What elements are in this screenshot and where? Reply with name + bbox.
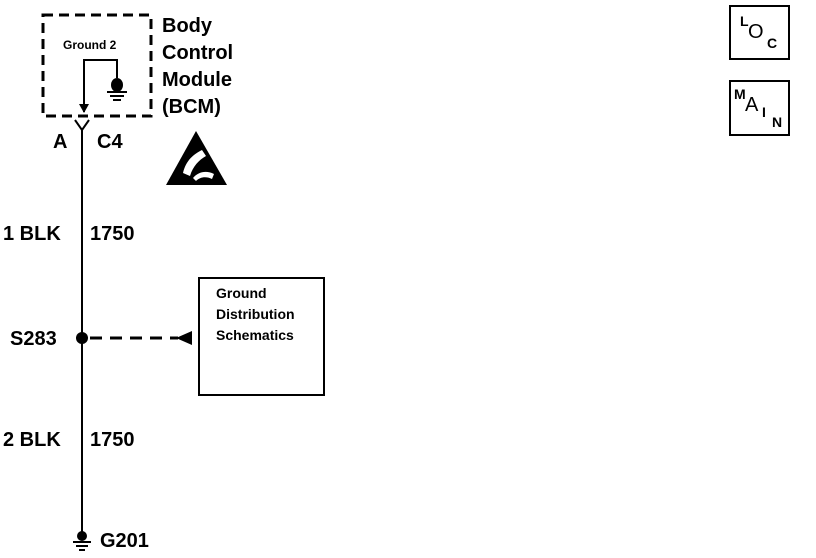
main-nav-button[interactable]: M A I N [730, 81, 789, 135]
reference-line-3: Schematics [216, 327, 294, 343]
main-letter-1: M [734, 86, 746, 102]
wire-1-circuit-label: 1750 [90, 223, 135, 245]
splice-dot [76, 332, 88, 344]
main-letter-2: A [745, 94, 759, 116]
internal-ground-wire [83, 59, 118, 112]
internal-arrow-icon [79, 104, 89, 113]
loc-letter-3: C [767, 35, 778, 51]
reference-line-2: Distribution [216, 306, 295, 322]
connector-pin-label: A [53, 131, 68, 153]
module-name-line-2: Control [162, 42, 234, 64]
module-name-line-3: Module [162, 69, 232, 91]
main-letter-3: I [762, 104, 766, 120]
wire-2-color-label: 2 BLK [3, 429, 61, 451]
loc-letter-2: O [748, 21, 764, 43]
esd-warning-icon [166, 131, 227, 185]
splice-id-label: S283 [10, 328, 57, 350]
loc-letter-1: L [740, 13, 749, 29]
wire-2-circuit-label: 1750 [90, 429, 135, 451]
module-name-line-4: (BCM) [162, 96, 221, 118]
bcm-module-box [41, 13, 153, 118]
ground-symbol-icon [73, 531, 91, 551]
main-button-frame [729, 80, 790, 136]
ground-id-label: G201 [100, 530, 149, 552]
connector-id-label: C4 [97, 131, 123, 153]
module-ground-label: Ground 2 [63, 38, 117, 52]
module-name-line-1: Body [162, 15, 212, 37]
wire-1-color-label: 1 BLK [3, 223, 61, 245]
reference-line-1: Ground [216, 285, 267, 301]
internal-ground-symbol-icon [107, 78, 127, 101]
loc-nav-button[interactable]: L O C [730, 6, 789, 59]
main-letter-4: N [772, 114, 783, 130]
loc-button-frame [729, 5, 790, 60]
reference-arrow-icon [176, 331, 192, 345]
ground-distribution-box [198, 277, 325, 396]
